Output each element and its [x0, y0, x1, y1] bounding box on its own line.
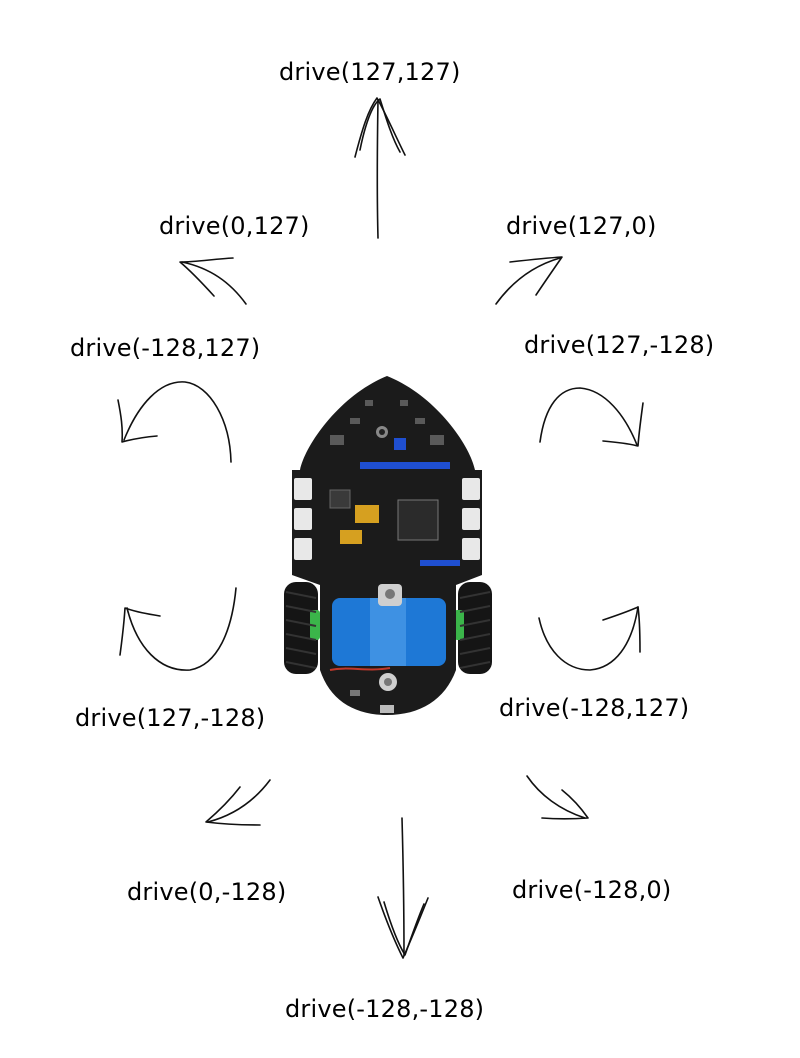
arrow-spin-right-top-icon [539, 387, 644, 447]
right-wheel-icon [454, 582, 492, 674]
arrow-up-right-icon [495, 256, 563, 305]
label-spin-left-bottom: drive(127,-128) [75, 704, 266, 732]
label-forward-left: drive(0,127) [159, 212, 310, 240]
label-forward: drive(127,127) [279, 58, 461, 86]
label-back-right: drive(-128,0) [512, 876, 672, 904]
label-backward: drive(-128,-128) [285, 995, 485, 1023]
arrow-up-left-icon [179, 257, 247, 305]
label-spin-right-bottom: drive(-128,127) [499, 694, 690, 722]
label-spin-right-top: drive(127,-128) [524, 331, 715, 359]
arrow-spin-right-bottom-icon [538, 606, 641, 671]
label-spin-left-top: drive(-128,127) [70, 334, 261, 362]
robot-image [284, 376, 492, 715]
left-wheel-icon [284, 582, 320, 674]
arrow-spin-left-bottom-icon [119, 587, 237, 671]
arrow-down-right-icon [526, 775, 589, 820]
header-strip [360, 462, 450, 469]
arrow-down-icon [377, 817, 429, 959]
label-forward-right: drive(127,0) [506, 212, 657, 240]
label-back-left: drive(0,-128) [127, 878, 287, 906]
arrow-spin-left-top-icon [117, 381, 232, 463]
arrow-down-left-icon [205, 779, 271, 826]
arrow-up-icon [354, 97, 406, 239]
